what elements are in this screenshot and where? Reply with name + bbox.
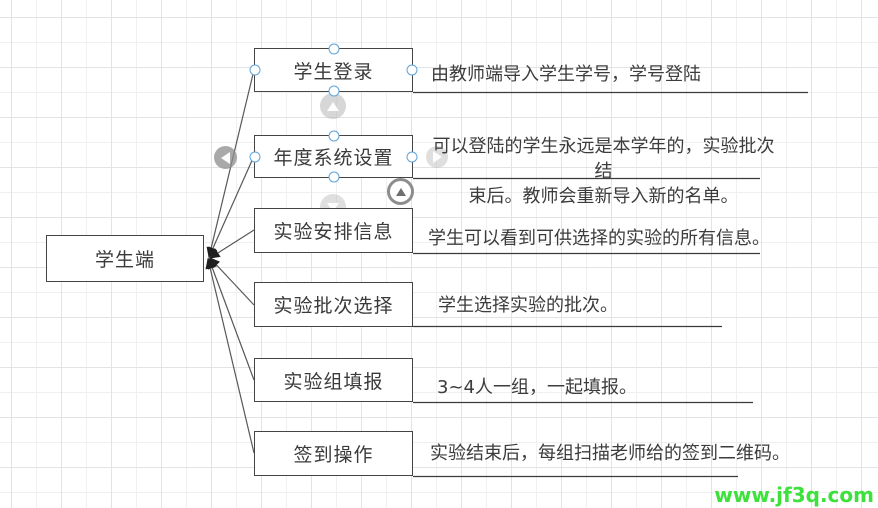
node-student-client[interactable]: 学生端: [46, 235, 204, 282]
node-label: 实验组填报: [283, 370, 384, 393]
description-group-filling[interactable]: 3~4人一组，一起填报。: [437, 377, 637, 398]
node-label: 学生登录: [293, 60, 374, 83]
node-batch-selection[interactable]: 实验批次选择: [254, 282, 413, 327]
connection-handle-right[interactable]: [406, 64, 418, 76]
node-annual-system-settings[interactable]: 年度系统设置: [249, 130, 418, 183]
description-batch-selection[interactable]: 学生选择实验的批次。: [438, 295, 618, 316]
left-arrow-icon: [221, 151, 230, 164]
connector-edge[interactable]: [208, 155, 255, 259]
node-label: 实验安排信息: [273, 221, 394, 243]
connection-handle-right[interactable]: [406, 151, 418, 162]
up-arrow-icon: [327, 101, 339, 111]
description-student-login[interactable]: 由教师端导入学生学号，学号登陆: [431, 64, 701, 85]
connector-edge[interactable]: [205, 257, 255, 454]
description-signin-operation[interactable]: 实验结束后，每组扫描老师给的签到二维码。: [430, 443, 790, 464]
node-label: 年度系统设置: [273, 147, 394, 169]
node-experiment-info[interactable]: 实验安排信息: [254, 208, 413, 253]
description-annual-system-settings[interactable]: 可以登陆的学生永远是本学年的，实验批次结 束后。教师会重新导入新的名单。: [432, 136, 775, 207]
node-signin-operation[interactable]: 签到操作: [254, 431, 413, 476]
move-left-button[interactable]: [214, 146, 237, 169]
node-label: 签到操作: [293, 444, 374, 466]
description-experiment-info[interactable]: 学生可以看到可供选择的实验的所有信息。: [428, 228, 770, 249]
connector-edge[interactable]: [207, 257, 255, 381]
connection-handle-bottom[interactable]: [328, 171, 339, 183]
connection-handle-top[interactable]: [328, 130, 339, 142]
move-up-button[interactable]: [320, 93, 346, 119]
connection-handle-left[interactable]: [249, 64, 261, 76]
move-right-button[interactable]: [426, 146, 448, 168]
connection-handle-left[interactable]: [249, 151, 261, 162]
right-arrow-icon: [432, 151, 442, 163]
node-label: 学生端: [94, 249, 155, 271]
up-arrow-icon: [395, 187, 406, 196]
collapse-up-button[interactable]: [387, 178, 414, 205]
connection-handle-bottom[interactable]: [328, 85, 339, 97]
connector-edge[interactable]: [209, 257, 255, 306]
node-label: 实验批次选择: [273, 295, 394, 317]
connection-handle-top[interactable]: [328, 43, 339, 55]
down-arrow-icon: [327, 202, 339, 212]
node-group-filling[interactable]: 实验组填报: [254, 358, 413, 402]
connector-edge[interactable]: [208, 229, 255, 259]
watermark: www.jf3q.com: [714, 483, 874, 507]
node-student-login[interactable]: 学生登录: [249, 43, 418, 97]
